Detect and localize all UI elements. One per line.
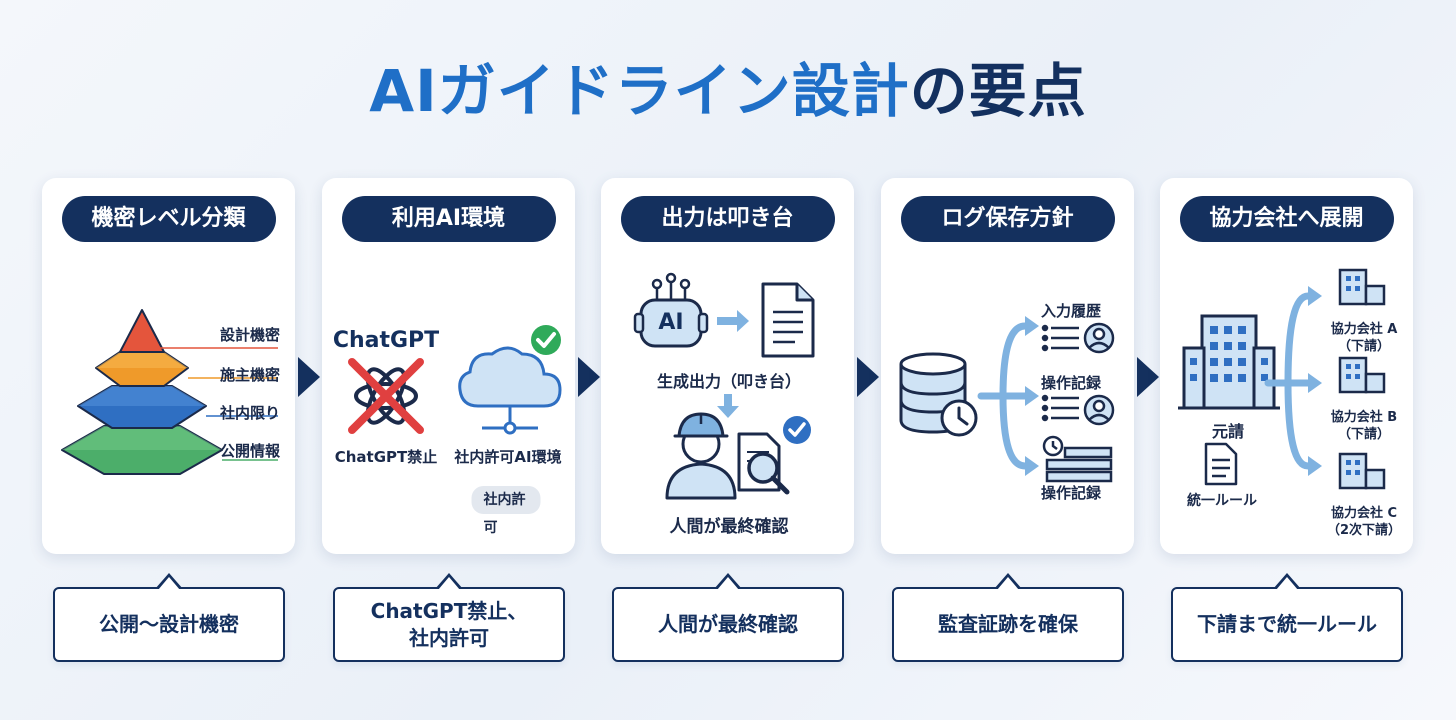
- magnifier-icon: [747, 452, 790, 495]
- card-header: ログ保存方針: [900, 196, 1115, 242]
- partner-rollout-graphic: [1178, 268, 1386, 490]
- log-label: 操作記録: [1040, 484, 1102, 502]
- branch-arrows: [977, 322, 1029, 470]
- rule-label: 統一ルール: [1187, 493, 1257, 509]
- title-main: AIガイドライン設計: [369, 57, 910, 125]
- flow-arrow: [857, 357, 879, 397]
- worker-icon: [665, 412, 737, 500]
- human-label: 人間が最終確認: [669, 517, 789, 537]
- card-confidentiality-levels: 機密レベル分類 設計機密 施主機密 社内限り 公開情報: [42, 178, 295, 554]
- arrow-down-icon: [717, 394, 739, 418]
- output-review-graphic: [633, 272, 815, 500]
- prohibited-x-icon: [348, 358, 424, 434]
- level-label: 社内限り: [219, 404, 280, 422]
- output-label: 生成出力（叩き台）: [656, 372, 802, 391]
- input-history-icon: [1041, 322, 1115, 354]
- card-partner-rollout: 協力会社へ展開: [1160, 178, 1413, 554]
- callout-text: ChatGPT禁止、社内許可: [371, 598, 528, 652]
- callout-line-2: 社内許可: [408, 625, 489, 650]
- ai-badge: AI: [658, 310, 684, 335]
- banned-label: ChatGPT禁止: [334, 448, 438, 466]
- check-icon: [531, 325, 561, 355]
- allowed-chip: 社内許可: [471, 486, 541, 536]
- callout-text: 監査証跡を確保: [938, 612, 1078, 636]
- page-title: AIガイドライン設計の要点: [0, 55, 1456, 127]
- callout-confidentiality: 公開〜設計機密: [53, 573, 285, 662]
- card-output-draft: 出力は叩き台: [601, 178, 854, 554]
- callout-partner-rollout: 下請まで統一ルール: [1171, 573, 1403, 662]
- archive-icon: [1042, 435, 1113, 483]
- level-label: 施主機密: [219, 366, 280, 384]
- partner-sub: （2次下請）: [1326, 523, 1402, 538]
- branch-arrows: [1264, 292, 1312, 470]
- prime-label: 元請: [1211, 422, 1245, 441]
- card-header: 機密レベル分類: [61, 196, 276, 242]
- operation-record-icon: [1041, 394, 1115, 426]
- callout-log-policy: 監査証跡を確保: [892, 573, 1124, 662]
- callout-text: 人間が最終確認: [658, 612, 798, 636]
- partner-name: 協力会社 A: [1330, 322, 1398, 337]
- building-windows: [1190, 326, 1268, 382]
- ai-environment-graphic: [348, 325, 562, 435]
- card-ai-environment: 利用AI環境 ChatGPT ChatGPT禁止 社内許可AI環境 社内許可: [322, 178, 575, 554]
- arrow-right-icon: [717, 310, 749, 332]
- partner-sub: （下請）: [1337, 427, 1391, 442]
- pyramid-level-design: [119, 309, 165, 353]
- log-label: 操作記録: [1040, 374, 1102, 392]
- flow-arrow: [1137, 357, 1159, 397]
- chatgpt-brand: ChatGPT: [332, 328, 440, 353]
- card-log-policy: ログ保存方針: [881, 178, 1134, 554]
- ai-robot-icon: [633, 272, 709, 348]
- card-header: 協力会社へ展開: [1179, 196, 1394, 242]
- level-label: 設計機密: [219, 326, 280, 344]
- log-policy-graphic: [899, 316, 1115, 483]
- callout-line-1: ChatGPT禁止、: [370, 598, 528, 623]
- callout-output-draft: 人間が最終確認: [612, 573, 844, 662]
- callout-ai-environment: ChatGPT禁止、社内許可: [333, 573, 565, 662]
- title-suffix: の要点: [909, 57, 1087, 125]
- card-header: 利用AI環境: [341, 196, 556, 242]
- level-label: 公開情報: [219, 442, 280, 460]
- partner-building-icon: [1338, 268, 1386, 490]
- partner-name: 協力会社 B: [1330, 410, 1398, 425]
- partner-sub: （下請）: [1337, 339, 1391, 354]
- cloud-icon: [458, 346, 562, 435]
- check-icon: [783, 416, 811, 444]
- card-header: 出力は叩き台: [620, 196, 835, 242]
- log-label: 入力履歴: [1040, 302, 1102, 320]
- clock-icon: [940, 399, 978, 437]
- pyramid-graphic: [61, 309, 278, 475]
- document-icon: [761, 282, 815, 358]
- partner-name: 協力会社 C: [1330, 506, 1398, 521]
- flow-arrow: [298, 357, 320, 397]
- flow-arrow: [578, 357, 600, 397]
- callout-text: 下請まで統一ルール: [1197, 612, 1377, 636]
- callout-text: 公開〜設計機密: [99, 612, 239, 636]
- allowed-label: 社内許可AI環境: [454, 448, 562, 466]
- rule-document-icon: [1204, 442, 1238, 486]
